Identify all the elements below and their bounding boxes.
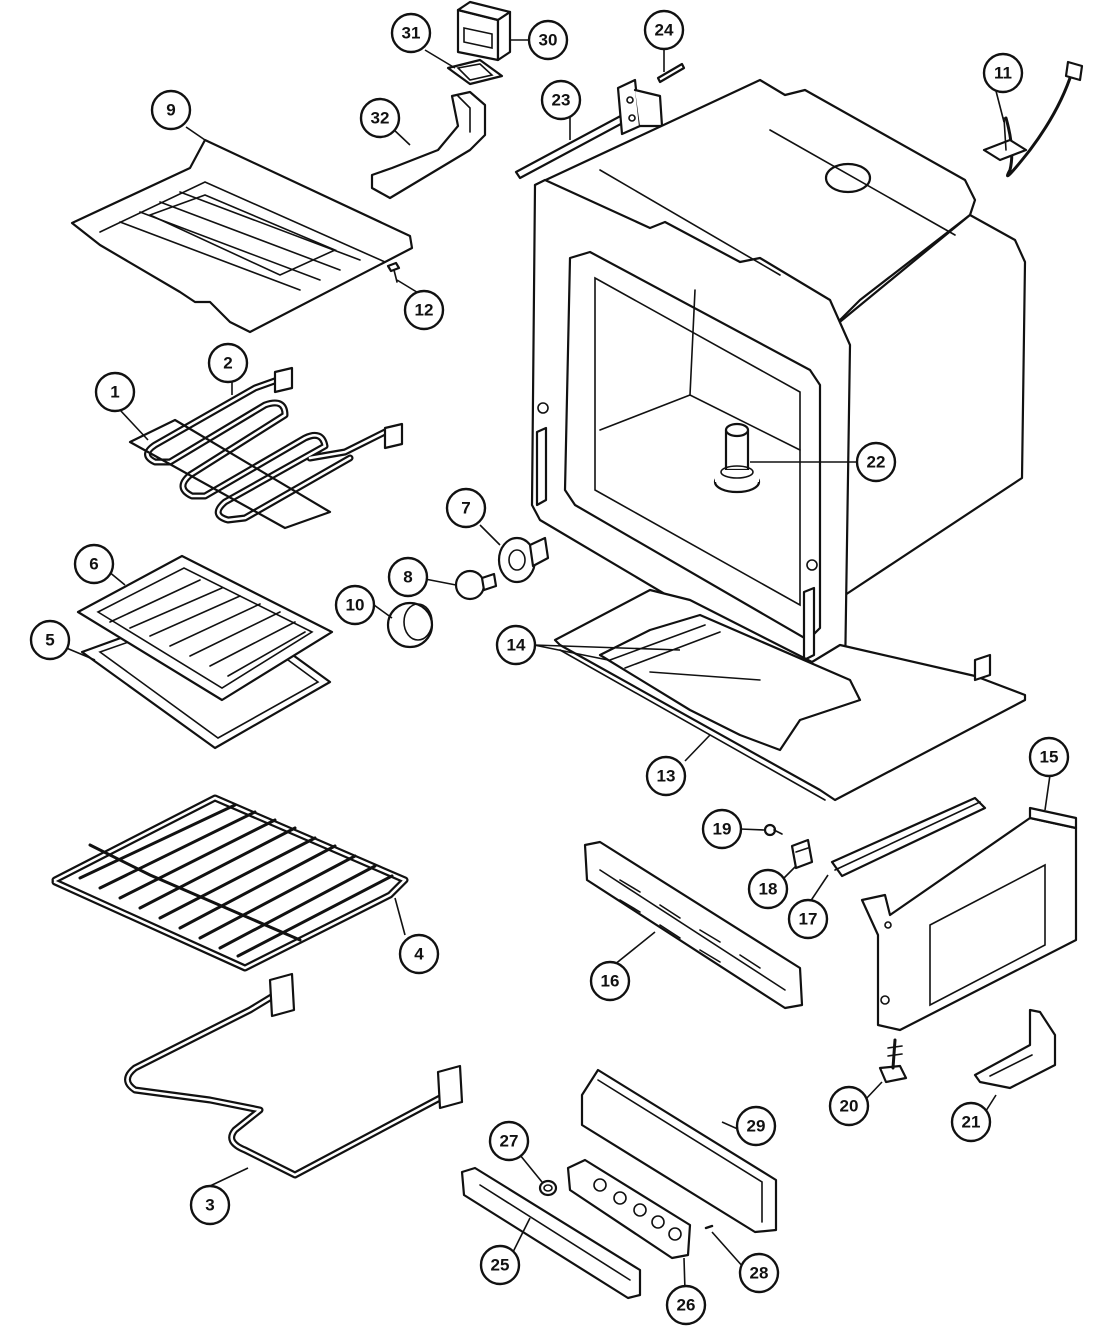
svg-text:2: 2 <box>223 354 232 373</box>
part-4-oven-rack <box>51 794 409 972</box>
svg-text:11: 11 <box>994 64 1012 83</box>
callout-1: 1 <box>94 371 136 413</box>
part-29-control-channel <box>580 1068 778 1234</box>
part-3-bake-element <box>124 972 464 1179</box>
svg-text:25: 25 <box>491 1256 510 1275</box>
callout-15: 15 <box>1028 736 1070 778</box>
callout-6: 6 <box>73 543 115 585</box>
oven-cavity <box>530 78 1027 685</box>
svg-text:22: 22 <box>867 453 886 472</box>
part-10-light-lens <box>386 601 434 649</box>
svg-text:29: 29 <box>747 1117 766 1136</box>
svg-text:15: 15 <box>1040 748 1059 767</box>
callout-12: 12 <box>403 289 445 331</box>
part-21-bracket <box>973 1008 1057 1090</box>
callout-4: 4 <box>398 933 440 975</box>
svg-text:28: 28 <box>750 1264 769 1283</box>
part-9-cover-plate <box>70 138 414 334</box>
svg-text:30: 30 <box>539 31 558 50</box>
callout-30: 30 <box>527 19 569 61</box>
svg-text:18: 18 <box>759 880 778 899</box>
svg-text:7: 7 <box>461 499 470 518</box>
callout-9: 9 <box>150 89 192 131</box>
callout-7: 7 <box>445 487 487 529</box>
part-24-lock-assembly <box>616 62 686 136</box>
callout-25: 25 <box>479 1244 521 1286</box>
part-27-knob <box>538 1179 558 1197</box>
callout-3: 3 <box>189 1184 231 1226</box>
svg-text:24: 24 <box>655 21 674 40</box>
callout-27: 27 <box>488 1120 530 1162</box>
part-19-screw <box>763 823 783 837</box>
callout-28: 28 <box>738 1252 780 1294</box>
callout-20: 20 <box>828 1085 870 1127</box>
part-30-vent-housing <box>456 0 512 62</box>
callout-11: 11 <box>982 52 1024 94</box>
callout-13: 13 <box>645 755 687 797</box>
callout-10: 10 <box>334 584 376 626</box>
svg-text:23: 23 <box>552 91 571 110</box>
svg-text:13: 13 <box>657 767 676 786</box>
part-18-clip <box>790 838 814 870</box>
svg-text:5: 5 <box>45 631 54 650</box>
callout-22: 22 <box>855 441 897 483</box>
part-11-wire-harness <box>982 60 1084 178</box>
callout-26: 26 <box>665 1284 707 1326</box>
part-15-side-panel <box>860 806 1078 1032</box>
callout-23: 23 <box>540 79 582 121</box>
svg-text:10: 10 <box>346 596 365 615</box>
part-31-vent-gasket <box>446 58 504 86</box>
svg-text:8: 8 <box>403 568 412 587</box>
callout-16: 16 <box>589 960 631 1002</box>
part-8-light-bulb <box>454 569 498 601</box>
svg-text:4: 4 <box>414 945 424 964</box>
part-20-leveling-leg <box>878 1038 908 1084</box>
part-2-broil-element <box>128 366 404 530</box>
callout-8: 8 <box>387 556 429 598</box>
callout-32: 32 <box>359 97 401 139</box>
svg-text:6: 6 <box>89 555 98 574</box>
callout-17: 17 <box>787 898 829 940</box>
part-26-switch-plate <box>566 1158 692 1260</box>
svg-text:26: 26 <box>677 1296 696 1315</box>
svg-text:9: 9 <box>166 101 175 120</box>
part-6-broiler-grid <box>76 554 334 702</box>
svg-text:21: 21 <box>962 1113 981 1132</box>
callout-31: 31 <box>390 12 432 54</box>
svg-text:27: 27 <box>500 1132 519 1151</box>
svg-text:31: 31 <box>402 24 421 43</box>
svg-text:16: 16 <box>601 972 620 991</box>
svg-text:12: 12 <box>415 301 434 320</box>
part-12-screw <box>386 261 401 283</box>
callout-19: 19 <box>701 808 743 850</box>
svg-text:14: 14 <box>507 636 526 655</box>
callout-14: 14 <box>495 624 537 666</box>
part-7-light-socket <box>497 536 550 584</box>
callout-29: 29 <box>735 1105 777 1147</box>
part-28-screw <box>704 1224 714 1230</box>
callout-21: 21 <box>950 1101 992 1143</box>
svg-text:32: 32 <box>371 109 390 128</box>
part-25-control-panel-trim <box>460 1166 642 1300</box>
part-16-front-bracket <box>583 840 804 1010</box>
callout-24: 24 <box>643 9 685 51</box>
svg-text:1: 1 <box>110 383 119 402</box>
svg-text:19: 19 <box>713 820 732 839</box>
svg-text:20: 20 <box>840 1097 859 1116</box>
callout-18: 18 <box>747 868 789 910</box>
callout-2: 2 <box>207 342 249 384</box>
leader-lines <box>63 39 1051 1292</box>
svg-text:17: 17 <box>799 910 818 929</box>
part-17-trim-strip <box>830 796 987 878</box>
svg-text:3: 3 <box>205 1196 214 1215</box>
callout-5: 5 <box>29 619 71 661</box>
part-32-vent-duct <box>370 90 487 200</box>
part-22-fitting <box>713 422 761 494</box>
